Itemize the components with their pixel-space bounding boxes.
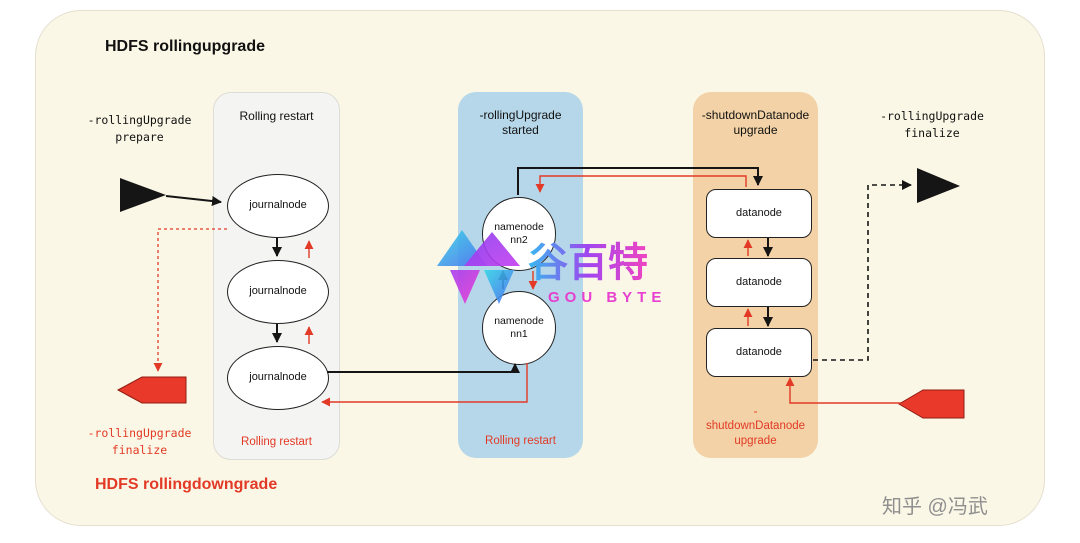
downgrade-title: HDFS rollingdowngrade	[95, 476, 278, 493]
panel-shutdowndatanode-upgrade-header: -shutdownDatanode upgrade	[701, 108, 810, 137]
panel-rollingupgrade-started-footer: Rolling restart	[485, 434, 556, 447]
node-journalnode-2: journalnode	[227, 260, 329, 324]
panel-rolling-restart-header: Rolling restart	[239, 109, 314, 123]
panel-rollingupgrade-started: -rollingUpgrade started Rolling restart	[458, 92, 583, 458]
right-finalize-command-label: -rollingUpgrade finalize	[880, 109, 984, 140]
panel-shutdowndatanode-upgrade-footer: - shutdownDatanode upgrade	[705, 405, 806, 447]
prepare-command-label: -rollingUpgrade prepare	[87, 113, 192, 144]
left-finalize-command-label: -rollingUpgrade finalize	[87, 426, 192, 457]
node-datanode-2: datanode	[706, 258, 812, 307]
node-datanode-3: datanode	[706, 328, 812, 377]
node-journalnode-1: journalnode	[227, 174, 329, 238]
panel-rollingupgrade-started-header: -rollingUpgrade started	[479, 108, 562, 137]
diagram-title: HDFS rollingupgrade	[105, 38, 265, 55]
node-journalnode-3: journalnode	[227, 346, 329, 410]
zhihu-credit: 知乎 @冯武	[882, 496, 988, 518]
panel-rolling-restart-footer: Rolling restart	[241, 435, 312, 448]
node-datanode-1: datanode	[706, 189, 812, 238]
node-namenode-nn1: namenode nn1	[482, 291, 556, 365]
node-namenode-nn2: namenode nn2	[482, 197, 556, 271]
